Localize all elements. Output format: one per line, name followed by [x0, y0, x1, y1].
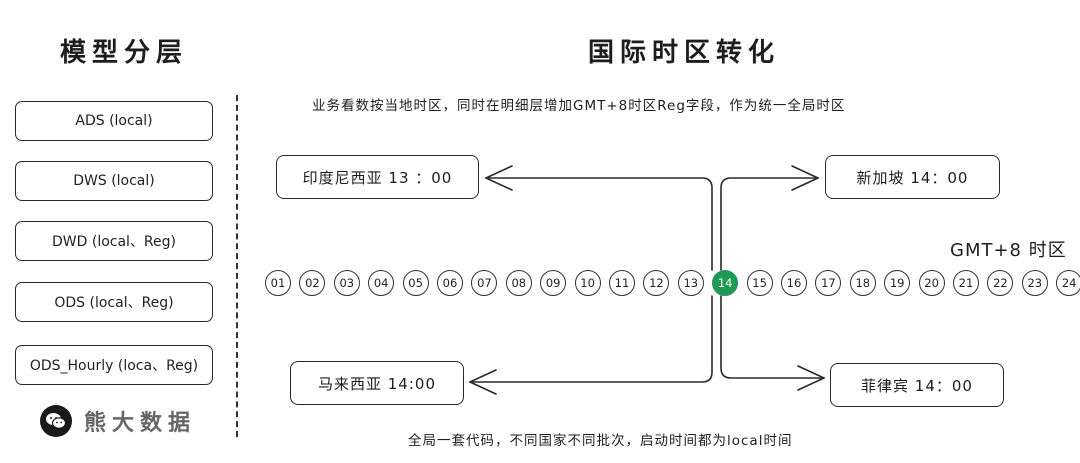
- arrow-to-singapore: [720, 177, 819, 271]
- layer-box-ads: ADS (local): [15, 101, 213, 141]
- hour-circle-11: 11: [609, 270, 635, 296]
- arrowhead-malaysia: [469, 369, 497, 395]
- left-title: 模型分层: [60, 38, 189, 68]
- hour-circle-23: 23: [1021, 270, 1048, 296]
- hour-circle-06: 06: [437, 270, 463, 296]
- hour-circle-15: 15: [746, 270, 773, 296]
- tz-box-philippines: 菲律宾 14：00: [830, 363, 1004, 407]
- hour-circle-10: 10: [574, 270, 601, 296]
- hour-circle-12: 12: [643, 270, 670, 296]
- layer-box-ods-hourly: ODS_Hourly (loca、Reg): [15, 345, 213, 385]
- hour-circle-21: 21: [953, 270, 979, 296]
- hour-circle-01: 01: [265, 270, 291, 296]
- gmt-label: GMT+8 时区: [950, 240, 1067, 261]
- hour-circle-03: 03: [333, 270, 360, 296]
- hour-circle-14: 14: [712, 270, 739, 296]
- hour-circle-02: 02: [299, 270, 326, 296]
- arrowhead-philippines: [797, 365, 825, 391]
- arrow-to-philippines: [720, 295, 825, 379]
- hour-circle-04: 04: [368, 270, 395, 296]
- brand-text: 熊大数据: [84, 411, 197, 436]
- tz-box-singapore: 新加坡 14：00: [825, 155, 1000, 199]
- arrowhead-india: [485, 165, 513, 191]
- arrowhead-singapore: [791, 165, 819, 191]
- layer-box-dws: DWS (local): [15, 161, 213, 201]
- hour-circle-09: 09: [540, 270, 567, 296]
- caption-top: 业务看数按当地时区，同时在明细层增加GMT+8时区Reg字段，作为统一全局时区: [312, 98, 846, 114]
- hour-circle-08: 08: [505, 270, 532, 296]
- hour-circle-07: 07: [471, 270, 498, 296]
- brand: 熊大数据: [40, 405, 196, 437]
- right-title: 国际时区转化: [588, 38, 781, 68]
- hour-circle-13: 13: [677, 270, 704, 296]
- hour-circle-20: 20: [918, 270, 945, 296]
- wechat-icon: [40, 405, 72, 437]
- section-divider: [236, 95, 238, 437]
- tz-box-indonesia: 印度尼西亚 13 ：00: [276, 155, 479, 199]
- tz-box-malaysia: 马来西亚 14:00: [290, 361, 464, 405]
- layer-box-ods: ODS (local、Reg): [15, 282, 213, 322]
- hour-circle-05: 05: [402, 270, 429, 296]
- hour-circle-24: 24: [1056, 270, 1080, 296]
- arrow-to-malaysia: [469, 295, 713, 383]
- layer-box-dwd: DWD (local、Reg): [15, 221, 213, 261]
- arrow-to-india: [485, 177, 713, 271]
- hour-circle-16: 16: [781, 270, 807, 296]
- caption-bottom: 全局一套代码，不同国家不同批次，启动时间都为local时间: [408, 433, 793, 449]
- hour-circle-22: 22: [987, 270, 1014, 296]
- hour-circle-19: 19: [884, 270, 911, 296]
- hour-circle-18: 18: [849, 270, 876, 296]
- hour-circle-17: 17: [815, 270, 842, 296]
